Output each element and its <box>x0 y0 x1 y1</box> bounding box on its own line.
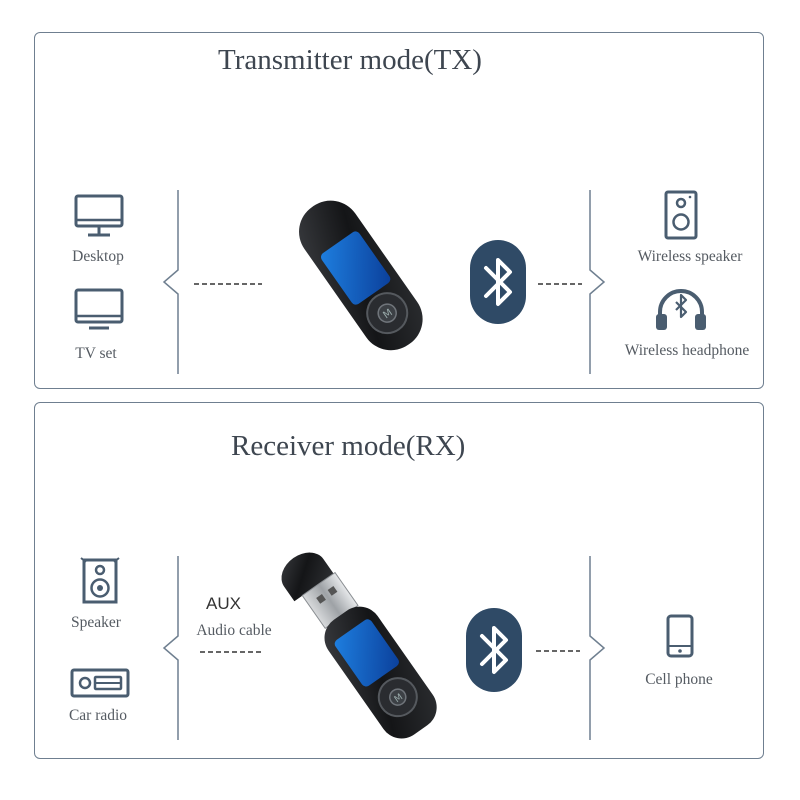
right-bracket <box>589 556 606 740</box>
dashed-connector <box>200 651 262 653</box>
tv-icon <box>74 288 124 330</box>
bluetooth-dongle-image: M <box>299 200 423 351</box>
cell-phone-icon <box>666 614 694 658</box>
left-bracket <box>162 556 179 740</box>
car-radio-icon <box>70 668 130 698</box>
dashed-connector <box>194 283 262 285</box>
dashed-connector <box>538 283 582 285</box>
audio-cable-label: Audio cable <box>196 622 272 639</box>
speaker-icon <box>664 190 698 240</box>
bluetooth-icon <box>466 608 522 692</box>
cell-phone-label: Cell phone <box>645 671 713 688</box>
wireless-speaker-label: Wireless speaker <box>637 248 743 265</box>
right-bracket <box>589 190 606 374</box>
desktop-icon <box>74 194 124 237</box>
receiver-title: Receiver mode(RX) <box>231 430 466 462</box>
speaker-label: Speaker <box>71 614 121 631</box>
aux-label: AUX <box>206 594 241 613</box>
bluetooth-icon <box>470 240 526 324</box>
wireless-headphone-label: Wireless headphone <box>624 342 750 359</box>
speaker-icon <box>80 557 120 604</box>
car-radio-label: Car radio <box>68 707 128 724</box>
headphone-icon <box>656 289 706 330</box>
bluetooth-dongle-image: M <box>281 552 437 739</box>
tv-label: TV set <box>75 345 117 362</box>
dashed-connector <box>536 650 580 652</box>
transmitter-title: Transmitter mode(TX) <box>218 44 482 76</box>
left-bracket <box>162 190 179 374</box>
desktop-label: Desktop <box>72 248 124 265</box>
